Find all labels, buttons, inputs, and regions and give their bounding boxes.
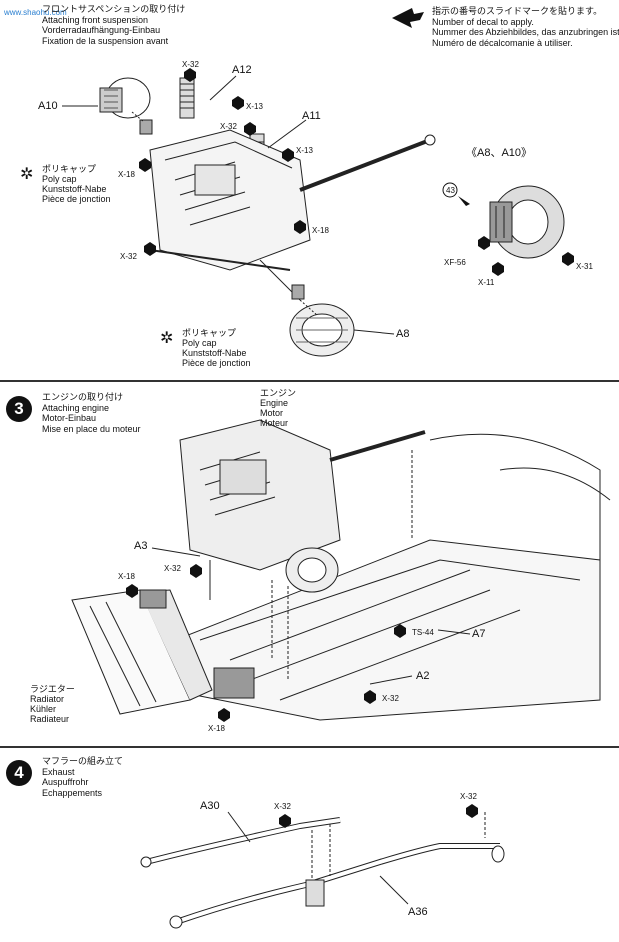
screw-x32-step4a: X-32 bbox=[274, 802, 291, 811]
engine-label-fr: Moteur bbox=[260, 418, 289, 428]
screw-x32-a: X-32 bbox=[182, 60, 199, 69]
radiator-label: ラジエター Radiator Kühler Radiateur bbox=[30, 684, 75, 724]
polycap-label-2: ポリキャップ Poly cap Kunststoff-Nabe Pièce de… bbox=[182, 328, 251, 368]
engine-label-de: Motor bbox=[260, 408, 284, 418]
inset-screw-icons bbox=[478, 236, 574, 276]
screw-icons-step3 bbox=[126, 564, 406, 722]
step3-title-fr: Mise en place du moteur bbox=[42, 423, 141, 434]
step3-title-en: Attaching engine bbox=[42, 402, 110, 413]
screw-x13-a: X-13 bbox=[246, 102, 263, 111]
part-label-a10: A10 bbox=[38, 100, 58, 112]
polycap-1-jp: ポリキャップ bbox=[42, 164, 97, 174]
screw-x18-a: X-18 bbox=[118, 170, 135, 179]
chassis-engine-drawing bbox=[71, 419, 611, 721]
front-suspension-drawing bbox=[99, 77, 436, 357]
part-label-a2: A2 bbox=[416, 670, 430, 682]
step2-title-de: Vorderradaufhängung-Einbau bbox=[42, 25, 161, 35]
engine-label-en: Engine bbox=[260, 398, 289, 408]
polycap-icon-2: ✲ bbox=[160, 330, 174, 347]
decal-arrow-icon bbox=[392, 8, 424, 28]
screw-x32-step4b: X-32 bbox=[460, 792, 477, 801]
screw-icons-step2 bbox=[139, 68, 306, 256]
polycap-2-de: Kunststoff-Nabe bbox=[182, 348, 247, 358]
radiator-label-en: Radiator bbox=[30, 694, 65, 704]
part-label-a7: A7 bbox=[472, 628, 486, 640]
screw-x18-step3b: X-18 bbox=[208, 724, 225, 733]
step2-title-jp: フロントサスペンションの取り付け bbox=[42, 4, 186, 14]
step3-title-block: エンジンの取り付け Attaching engine Motor-Einbau … bbox=[42, 392, 141, 434]
step4-title-de: Auspuffrohr bbox=[42, 777, 89, 787]
exhaust-drawing bbox=[140, 811, 505, 929]
radiator-label-de: Kühler bbox=[30, 704, 57, 714]
step3-number: 3 bbox=[6, 396, 32, 422]
part-label-a12: A12 bbox=[232, 64, 252, 76]
screw-x18-step3a: X-18 bbox=[118, 572, 135, 581]
screw-ts44: TS-44 bbox=[412, 628, 434, 637]
part-label-a11: A11 bbox=[302, 110, 321, 122]
engine-label-jp: エンジン bbox=[260, 388, 297, 398]
step4-title-block: マフラーの組み立て Exhaust Auspuffrohr Echappemen… bbox=[42, 756, 123, 798]
screw-x32-step3b: X-32 bbox=[382, 694, 399, 703]
decal-note-en: Number of decal to apply. bbox=[432, 16, 534, 27]
polycap-2-jp: ポリキャップ bbox=[182, 328, 237, 338]
step2-title-fr: Fixation de la suspension avant bbox=[42, 35, 169, 46]
screw-x32-c: X-32 bbox=[120, 252, 137, 261]
divider-step4 bbox=[0, 746, 619, 748]
step3-title-de: Motor-Einbau bbox=[42, 413, 97, 423]
step4-title-fr: Echappements bbox=[42, 787, 103, 798]
screw-x32-step3a: X-32 bbox=[164, 564, 181, 573]
screw-x32-b: X-32 bbox=[220, 122, 237, 131]
step4-number: 4 bbox=[6, 760, 32, 786]
divider-step3 bbox=[0, 380, 619, 382]
step3-title-jp: エンジンの取り付け bbox=[42, 392, 124, 402]
part-label-a3: A3 bbox=[134, 540, 148, 552]
inset-title: 《A8、A10》 bbox=[466, 147, 533, 159]
step4-title-en: Exhaust bbox=[42, 766, 75, 777]
inset-screw-x11: X-11 bbox=[478, 278, 495, 287]
step4-title-jp: マフラーの組み立て bbox=[42, 756, 124, 766]
polycap-2-fr: Pièce de jonction bbox=[182, 358, 251, 368]
watermark: www.shaohu.com bbox=[4, 8, 67, 17]
radiator-label-jp: ラジエター bbox=[30, 684, 75, 694]
polycap-1-fr: Pièce de jonction bbox=[42, 194, 111, 204]
inset-brake-drawing bbox=[489, 185, 565, 259]
polycap-label-1: ポリキャップ Poly cap Kunststoff-Nabe Pièce de… bbox=[42, 164, 111, 204]
polycap-1-en: Poly cap bbox=[42, 174, 77, 184]
step2-title-en: Attaching front suspension bbox=[42, 14, 149, 25]
screw-x18-b: X-18 bbox=[312, 226, 329, 235]
decal-note-de: Nummer des Abziehbildes, das anzubringen… bbox=[432, 27, 619, 37]
engine-label: エンジン Engine Motor Moteur bbox=[260, 388, 296, 428]
polycap-2-en: Poly cap bbox=[182, 338, 217, 348]
polycap-icon: ✲ bbox=[20, 166, 34, 183]
decal-note-jp: 指示の番号のスライドマークを貼ります。 bbox=[432, 6, 603, 16]
inset-screw-xf56: XF-56 bbox=[444, 258, 466, 267]
decal-note: 指示の番号のスライドマークを貼ります。 Number of decal to a… bbox=[432, 6, 619, 48]
step2-title-block: フロントサスペンションの取り付け Attaching front suspens… bbox=[42, 4, 185, 46]
screw-x13-b: X-13 bbox=[296, 146, 313, 155]
inset-screw-x31: X-31 bbox=[576, 262, 593, 271]
polycap-1-de: Kunststoff-Nabe bbox=[42, 184, 107, 194]
part-label-a30: A30 bbox=[200, 800, 220, 812]
inset-decal-number: 43 bbox=[446, 186, 455, 195]
part-label-a36: A36 bbox=[408, 906, 428, 918]
part-label-a8: A8 bbox=[396, 328, 410, 340]
radiator-label-fr: Radiateur bbox=[30, 714, 70, 724]
decal-note-fr: Numéro de décalcomanie à utiliser. bbox=[432, 37, 573, 48]
screw-icons-step4 bbox=[279, 804, 478, 828]
